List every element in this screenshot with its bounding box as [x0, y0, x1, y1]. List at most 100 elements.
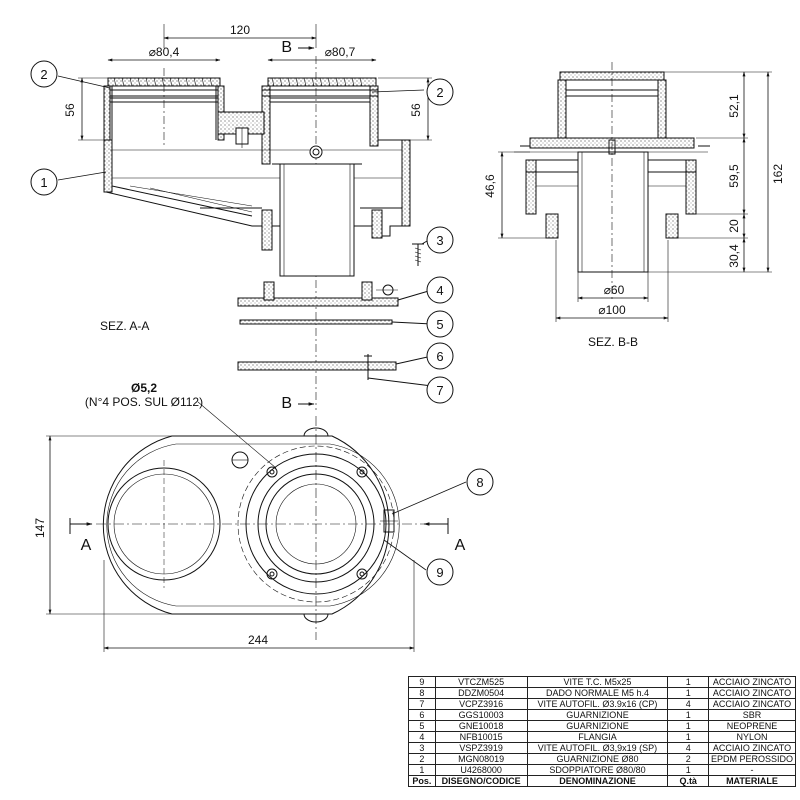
dim-dia-80-7: ⌀80,7: [325, 45, 356, 59]
bom-cell-material: EPDM PEROSSIDO: [707, 753, 797, 765]
dim-52-1: 52,1: [727, 94, 741, 118]
dim-162: 162: [771, 164, 785, 184]
dim-120: 120: [230, 23, 250, 37]
hole-diameter: Ø5,2: [131, 381, 157, 395]
callout-3: [426, 226, 454, 254]
bom-cell-material: ACCIAIO ZINCATO: [707, 687, 797, 699]
callout-5-label: 5: [436, 317, 443, 332]
dim-59-5: 59,5: [727, 164, 741, 188]
bom-cell-description: VITE AUTOFIL. Ø3,9x19 (SP): [526, 742, 669, 754]
bom-cell-pos: 3: [408, 742, 436, 754]
bom-cell-description: VITE AUTOFIL. Ø3.9x16 (CP): [526, 698, 669, 710]
left-socket: [103, 68, 225, 148]
bom-cell-description: SDOPPIATORE Ø80/80: [526, 764, 669, 776]
callout-2-left-label: 2: [40, 67, 47, 82]
callout-9: [426, 558, 454, 586]
bom-cell-code: GGS10003: [434, 709, 528, 721]
flange-part-4: [237, 281, 433, 307]
callout-8: [466, 468, 494, 496]
bom-cell-material: ACCIAIO ZINCATO: [707, 742, 797, 754]
cut-b-top: B: [281, 39, 292, 56]
bom-cell-pos: 9: [408, 676, 436, 688]
dim-20: 20: [727, 219, 741, 233]
section-aa-view: [57, 24, 433, 410]
section-bb-label: SEZ. B-B: [588, 335, 638, 349]
right-socket: [261, 56, 379, 410]
dim-dia-60: ⌀60: [604, 283, 625, 297]
bom-cell-qty: 2: [667, 753, 709, 765]
bom-cell-code: VSPZ3919: [434, 742, 528, 754]
bom-header-pos: Pos.: [408, 775, 436, 787]
callout-1-label: 1: [40, 175, 47, 190]
callouts: [30, 60, 494, 586]
callout-2-right: [426, 78, 454, 106]
dim-dia-100: ⌀100: [598, 303, 626, 317]
callout-7: [426, 376, 454, 404]
bom-cell-description: GUARNIZIONE Ø80: [526, 753, 669, 765]
callout-2-right-label: 2: [436, 85, 443, 100]
bom-cell-code: DDZM0504: [434, 687, 528, 699]
dim-30-4: 30,4: [727, 244, 741, 268]
callout-2-left: [30, 60, 58, 88]
bom-header-row: Pos. DISEGNO/CODICE DENOMINAZIONE Q.tà M…: [408, 775, 797, 787]
bom-cell-pos: 1: [408, 764, 436, 776]
bom-header-code: DISEGNO/CODICE: [434, 775, 528, 787]
dim-147: 147: [33, 518, 47, 538]
bom-cell-pos: 8: [408, 687, 436, 699]
callout-6-label: 6: [436, 349, 443, 364]
body-housing: [103, 139, 411, 251]
bom-cell-material: ACCIAIO ZINCATO: [707, 698, 797, 710]
bom-cell-material: NEOPRENE: [707, 720, 797, 732]
bom-cell-qty: 1: [667, 731, 709, 743]
section-aa-label: SEZ. A-A: [100, 319, 149, 333]
bom-cell-description: GUARNIZIONE: [526, 709, 669, 721]
cut-a-left: A: [81, 537, 92, 554]
callout-3-label: 3: [436, 233, 443, 248]
cut-a-right: A: [455, 537, 466, 554]
callout-4: [426, 276, 454, 304]
bom-cell-code: GNE10018: [434, 720, 528, 732]
bom-cell-material: SBR: [707, 709, 797, 721]
dim-56-right: 56: [409, 103, 423, 117]
bom-cell-pos: 4: [408, 731, 436, 743]
dim-dia-80-4: ⌀80,4: [149, 45, 180, 59]
bom-header-qty: Q.tà: [667, 775, 709, 787]
callout-9-label: 9: [436, 565, 443, 580]
bom-cell-pos: 5: [408, 720, 436, 732]
callout-7-label: 7: [436, 383, 443, 398]
dim-244: 244: [248, 633, 268, 647]
hole-note: (N°4 POS. SUL Ø112): [85, 395, 203, 409]
screw-part-7: [364, 354, 433, 387]
bom-cell-qty: 1: [667, 720, 709, 732]
dim-46-6: 46,6: [483, 174, 497, 198]
bom-cell-qty: 1: [667, 676, 709, 688]
bom-cell-material: NYLON: [707, 731, 797, 743]
gasket-part-5: [239, 319, 393, 325]
bom-cell-description: FLANGIA: [526, 731, 669, 743]
section-bb-view: [498, 62, 772, 322]
bom-cell-code: U4268000: [434, 764, 528, 776]
bom-cell-material: -: [707, 764, 797, 776]
dim-56-left: 56: [63, 103, 77, 117]
plan-view: [46, 401, 467, 652]
bom-cell-qty: 1: [667, 709, 709, 721]
bom-cell-description: VITE T.C. M5x25: [526, 676, 669, 688]
bom-cell-qty: 1: [667, 687, 709, 699]
callout-6: [426, 342, 454, 370]
bom-cell-description: GUARNIZIONE: [526, 720, 669, 732]
cut-b-bottom: B: [281, 395, 292, 412]
bom-cell-qty: 4: [667, 698, 709, 710]
bom-cell-pos: 6: [408, 709, 436, 721]
gasket-part-6: [237, 361, 397, 371]
bom-cell-qty: 1: [667, 764, 709, 776]
bom-cell-qty: 4: [667, 742, 709, 754]
